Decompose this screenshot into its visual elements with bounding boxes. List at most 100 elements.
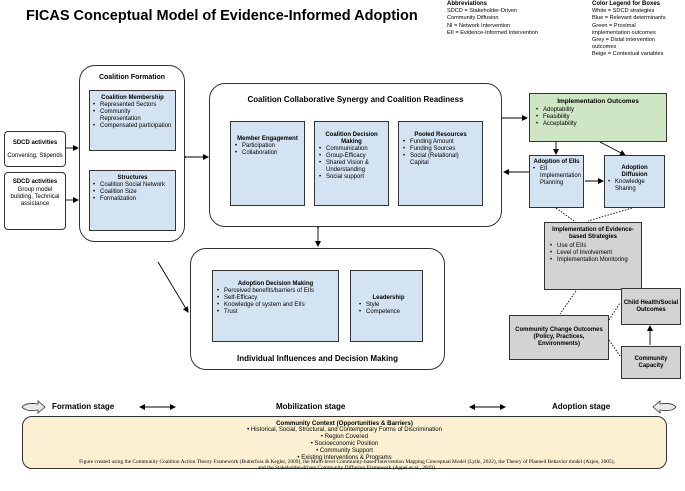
color-legend-heading: Color Legend for Boxes <box>592 1 661 7</box>
sdcd-activities-convening: SDCD activities Convening, Stipends <box>4 131 66 167</box>
figure-caption: Figure created using the Community Coali… <box>22 459 672 472</box>
context-item-text: Community Support <box>319 448 373 454</box>
sdcd-text: Convening, Stipends <box>7 153 63 159</box>
implementation-strategies-title: Implementation of Evidence-based Strateg… <box>552 227 634 240</box>
leadership-item: Competence <box>359 309 418 316</box>
adoption-decision-title: Adoption Decision Making <box>237 281 314 287</box>
stage-adoption: Adoption stage <box>552 402 611 411</box>
page-title: FICAS Conceptual Model of Evidence-Infor… <box>26 8 418 24</box>
pooled-resources-title: Pooled Resources <box>414 132 467 138</box>
color-legend: Color Legend for Boxes White = SDCD stra… <box>592 1 684 59</box>
coalition-membership: Coalition Membership Represented Sectors… <box>89 90 176 151</box>
child-health-outcomes: Child Health/Social Outcomes <box>621 288 681 325</box>
adoption-decision-item: Trust <box>217 309 334 316</box>
leadership-item: Style <box>359 302 418 309</box>
implementation-outcomes-title: Implementation Outcomes <box>557 98 639 105</box>
legend-line: White = SDCD strategies <box>592 8 655 15</box>
structures-item: Coalition Size <box>93 189 172 196</box>
context-item: • Socioeconomic Position <box>310 441 379 447</box>
coalition-formation-title: Coalition Formation <box>98 74 166 81</box>
impl-outcome-item: Adoptability <box>536 107 660 114</box>
decision-item: Communication <box>319 146 384 153</box>
context-item: • Community Support <box>316 448 373 454</box>
context-item-text: Historical, Social, Structural, and Cont… <box>250 427 442 433</box>
caption-line: and the Stakeholder-driven Community Dif… <box>257 465 437 472</box>
pooled-item: Funding Sources <box>403 146 478 153</box>
implementation-outcomes: Implementation Outcomes Adoptability Fea… <box>529 93 667 142</box>
adoption-decision-item: Knowledge of system and EIIs <box>217 302 334 309</box>
sdcd-text: Group model building, Technical assistan… <box>10 187 60 207</box>
abbreviations: Abbreviations SDCD = Stakeholder-Driven … <box>447 1 538 37</box>
engagement-item: Participation <box>235 143 300 150</box>
sdcd-activities-technical: SDCD activities Group model building, Te… <box>4 172 66 230</box>
legend-line: outcomes <box>592 44 617 51</box>
legend-line: Green = Proximal <box>592 22 636 29</box>
context-item-text: Existing Interventions & Programs <box>301 455 392 461</box>
structures-item: Formalization <box>93 196 172 203</box>
context-item: • Region Covered <box>320 434 369 440</box>
caption-line: Figure created using the Community Coali… <box>79 459 615 465</box>
abbr-line: EII = Evidence-Informed Intervention <box>447 29 538 36</box>
decision-item: Group-Efficacy <box>319 153 384 160</box>
abbr-line: SDCD = Stakeholder-Driven <box>447 8 518 15</box>
adoption-diffusion-item: Knowledge Sharing <box>608 179 661 193</box>
sdcd-title: SDCD activities <box>12 179 58 185</box>
stage-formation: Formation stage <box>52 402 115 411</box>
adoption-eiis-item: EII Implementation Planning <box>533 166 581 187</box>
legend-line: implementation outcomes <box>592 29 656 36</box>
strategy-item: Use of EIIs <box>550 243 636 250</box>
legend-line: Blue = Relevant determinants <box>592 15 666 22</box>
coalition-membership-title: Coalition Membership <box>101 95 164 101</box>
strategy-item: Implementation Monitoring <box>550 257 636 264</box>
pooled-item: Social (Relational) Capital <box>403 153 478 167</box>
membership-item: Represented Sectors <box>93 102 172 109</box>
adoption-eiis-title: Adoption of EIIs <box>533 159 580 165</box>
decision-item: Social support <box>319 174 384 181</box>
legend-line: Beige = Contextual variables <box>592 51 664 58</box>
membership-item: Community Representation <box>93 109 172 123</box>
pooled-item: Funding Amount <box>403 139 478 146</box>
pooled-resources: Pooled Resources Funding Amount Funding … <box>398 121 483 206</box>
individual-influences-title: Individual Influences and Decision Makin… <box>237 354 398 363</box>
implementation-strategies: Implementation of Evidence-based Strateg… <box>544 222 642 290</box>
impl-outcome-item: Acceptability <box>536 121 660 128</box>
context-item-text: Region Covered <box>324 434 369 440</box>
community-change-outcomes: Community Change Outcomes (Policy, Pract… <box>509 315 609 360</box>
sdcd-title: SDCD activities <box>12 140 58 146</box>
adoption-diffusion: Adoption Diffusion Knowledge Sharing <box>604 155 665 208</box>
context-item: • Existing Interventions & Programs <box>297 455 392 461</box>
abbreviations-heading: Abbreviations <box>447 1 488 7</box>
adoption-decision-item: Self-Efficacy <box>217 295 334 302</box>
member-engagement-title: Member Engagement <box>237 136 298 142</box>
membership-item: Compensated participation <box>93 123 172 130</box>
coalition-decision-making: Coalition Decision Making Communication … <box>314 121 389 206</box>
leadership-title: Leadership <box>372 295 405 301</box>
community-capacity-title: Community Capacity <box>634 355 668 369</box>
community-capacity: Community Capacity <box>621 346 681 379</box>
legend-line: Grey = Distal intervention <box>592 37 655 44</box>
community-context: Community Context (Opportunities & Barri… <box>22 416 667 469</box>
structures: Structures Coalition Social Network Coal… <box>89 170 176 231</box>
abbr-line: NI = Network Intervention <box>447 22 511 29</box>
community-change-title: Community Change Outcomes (Policy, Pract… <box>515 327 603 347</box>
engagement-item: Collaboration <box>235 150 300 157</box>
child-health-title: Child Health/Social Outcomes <box>623 299 679 313</box>
structures-item: Coalition Social Network <box>93 182 172 189</box>
adoption-of-eiis: Adoption of EIIs EII Implementation Plan… <box>529 155 584 208</box>
community-context-title: Community Context (Opportunities & Barri… <box>276 420 413 427</box>
context-item: • Historical, Social, Structural, and Co… <box>247 427 442 433</box>
adoption-decision-item: Perceived benefits/barriers of EIIs <box>217 288 334 295</box>
decision-making-title: Coalition Decision Making <box>325 132 378 145</box>
coalition-synergy-title: Coalition Collaborative Synergy and Coal… <box>247 95 464 104</box>
member-engagement: Member Engagement Participation Collabor… <box>230 121 305 206</box>
strategy-item: Level of Involvement <box>550 250 636 257</box>
adoption-decision-making: Adoption Decision Making Perceived benef… <box>212 270 339 342</box>
abbr-line: Community Diffusion <box>447 15 499 22</box>
impl-outcome-item: Feasibility <box>536 114 660 121</box>
adoption-diffusion-title: Adoption Diffusion <box>621 165 648 178</box>
structures-title: Structures <box>117 175 148 181</box>
stage-mobilization: Mobilization stage <box>276 402 346 411</box>
context-item-text: Socioeconomic Position <box>314 441 379 447</box>
decision-item: Shared Vision & Understanding <box>319 160 384 174</box>
